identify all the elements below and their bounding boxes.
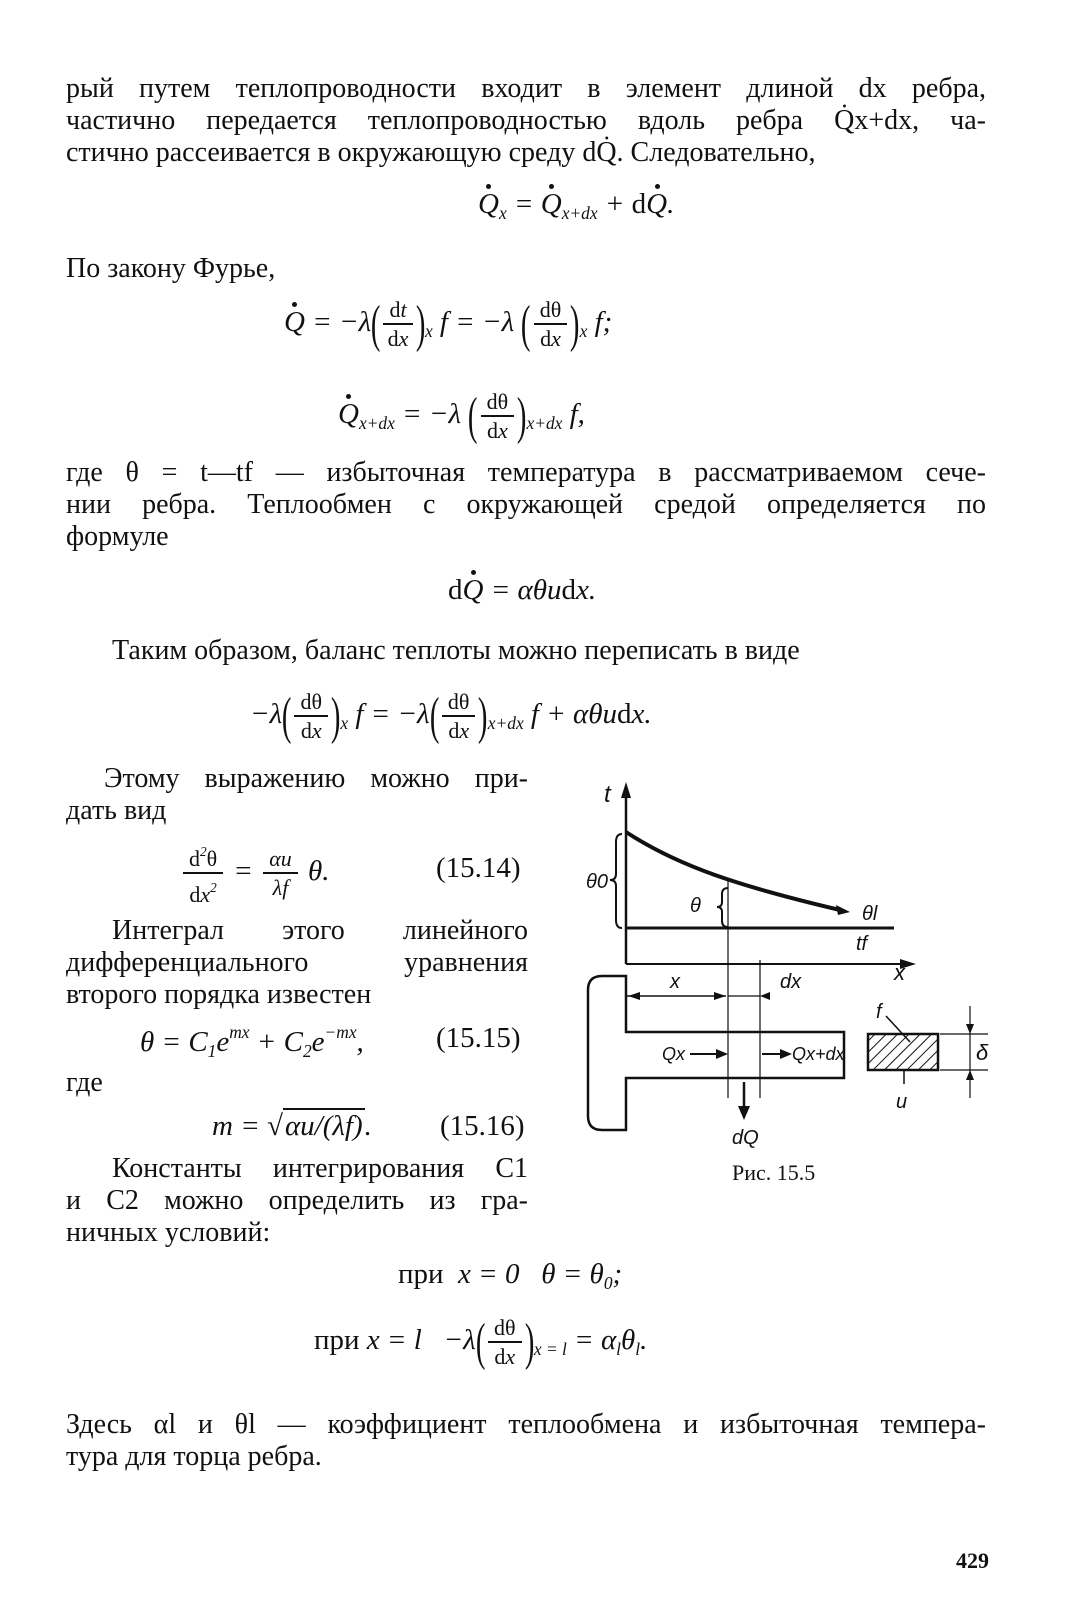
temperature-curve [624, 830, 841, 912]
bc2-label: при [314, 1324, 360, 1357]
equation-number-15-15: (15.15) [436, 1022, 521, 1054]
equation-number-15-16: (15.16) [440, 1110, 525, 1142]
equation-number-15-14: (15.14) [436, 852, 521, 884]
delta-arrow-top-icon [966, 1024, 974, 1034]
equation-15-16: m = √αu/(λf). [212, 1108, 372, 1142]
paragraph-7: где [66, 1067, 103, 1098]
label-qxdx: Qx+dx [792, 1044, 846, 1064]
x-dim-arrow-left-icon [628, 992, 640, 1000]
label-tf: tf [856, 933, 870, 955]
t-axis-arrow-icon [621, 782, 631, 798]
label-dq: dQ [732, 1127, 759, 1149]
f-leader [885, 1015, 911, 1043]
paragraph-2: По закону Фурье, [66, 253, 276, 284]
paragraph-1-line-1: рый путем теплопроводности входит в элем… [66, 73, 986, 104]
label-dx: dx [780, 971, 802, 993]
paragraph-3-line-3: формуле [66, 521, 169, 552]
paragraph-3-line-2: нии ребра. Теплообмен с окружающей средо… [66, 489, 986, 520]
paragraph-1-line-2: частично передается теплопроводностью вд… [66, 105, 986, 136]
dx-arrow-icon [760, 992, 770, 1000]
label-x-axis: x [893, 960, 906, 985]
label-thetal: θl [862, 903, 878, 925]
x-axis-arrow-icon [900, 959, 916, 969]
bc1-label: при [398, 1258, 444, 1290]
figure-15-5: t θ0 θ θl tf x x dx f u δ Qx Qx+dx dQ [586, 781, 989, 1149]
label-delta: δ [976, 1040, 989, 1065]
paragraph-8-line-3: ничных условий: [66, 1217, 271, 1248]
fin-and-wall-outline [586, 974, 846, 1132]
qx-arrow-head-icon [716, 1049, 728, 1059]
label-theta: θ [690, 895, 701, 917]
label-u: u [896, 1091, 907, 1113]
figure-caption: Рис. 15.5 [732, 1160, 816, 1185]
paragraph-1-line-3: стично рассеивается в окружающую среду d… [66, 137, 816, 168]
paragraph-9-line-2: тура для торца ребра. [66, 1441, 322, 1472]
dq-arrow-head-icon [738, 1106, 750, 1120]
theta0-brace [609, 833, 623, 929]
paragraph-5-line-1: Этому выражению можно при- [104, 763, 528, 794]
paragraph-4: Таким образом, баланс теплоты можно пере… [112, 635, 800, 666]
label-theta0: θ0 [586, 871, 608, 893]
equation-15-15: θ = C1emx + C2e−mx, [140, 1022, 364, 1062]
label-qx: Qx [662, 1044, 686, 1064]
theta-brace [716, 887, 729, 928]
curve-end-arrow-icon [836, 905, 850, 915]
x-dim-arrow-right-icon [714, 992, 726, 1000]
label-t: t [604, 781, 612, 808]
qxdx-arrow-head-icon [780, 1049, 792, 1059]
boundary-condition-1: при x = 0 θ = θ0; [398, 1258, 623, 1294]
paragraph-9-line-1: Здесь αl и θl — коэффициент теплообмена … [66, 1409, 986, 1440]
fin-cross-section [866, 1032, 940, 1072]
label-f: f [876, 1001, 884, 1023]
paragraph-6-line-3: второго порядка известен [66, 979, 372, 1010]
delta-arrow-bottom-icon [966, 1070, 974, 1080]
paragraph-8-line-1: Константы интегрирования C1 [112, 1153, 528, 1184]
paragraph-6-line-1: Интеграл этого линейного [112, 915, 528, 946]
paragraph-6-line-2: дифференциального уравнения [66, 947, 528, 978]
label-x-dimension: x [669, 971, 681, 993]
paragraph-5-line-2: дать вид [66, 795, 167, 826]
page-number: 429 [956, 1548, 989, 1573]
paragraph-3-line-1: где θ = t—tf — избыточная температура в … [66, 457, 986, 488]
equation-balance: Qx = Qx+dx + dQ. [478, 184, 675, 224]
paragraph-8-line-2: и C2 можно определить из гра- [66, 1185, 528, 1216]
equation-heat-exchange: dQ = αθudx. [448, 570, 597, 606]
